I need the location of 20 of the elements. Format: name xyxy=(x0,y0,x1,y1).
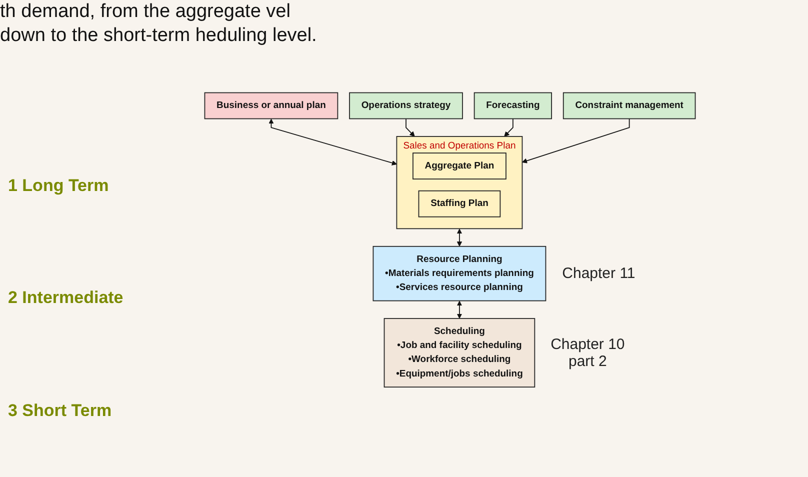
node-box: Staffing Plan xyxy=(418,190,501,218)
node-box: Operations strategy xyxy=(349,92,463,120)
arrow xyxy=(456,300,462,319)
chapter-note: Chapter 10 part 2 xyxy=(550,336,626,370)
node-box: Aggregate Plan xyxy=(412,152,506,180)
arrow xyxy=(456,228,462,247)
level-label: 2 Intermediate xyxy=(8,288,124,308)
arrow xyxy=(522,118,630,164)
node-box: Business or annual plan xyxy=(204,92,338,120)
level-label: 1 Long Term xyxy=(8,176,110,196)
node-box: Resource Planning •Materials requirements planning •Services resource planning xyxy=(372,246,546,302)
chapter-note: Chapter 11 xyxy=(561,265,636,282)
level-label: 3 Short Term xyxy=(8,400,113,421)
arrow xyxy=(406,118,415,137)
arrow xyxy=(268,118,397,166)
node-box: Forecasting xyxy=(474,92,552,120)
intro-paragraph: th demand, from the aggregate vel down to the short-term heduling level. xyxy=(0,0,318,48)
node-box: Constraint management xyxy=(562,92,696,120)
arrow xyxy=(504,118,514,137)
node-box: Scheduling •Job and facility scheduling •Workforce scheduling •Equipment/jobs scheduling xyxy=(384,318,536,388)
